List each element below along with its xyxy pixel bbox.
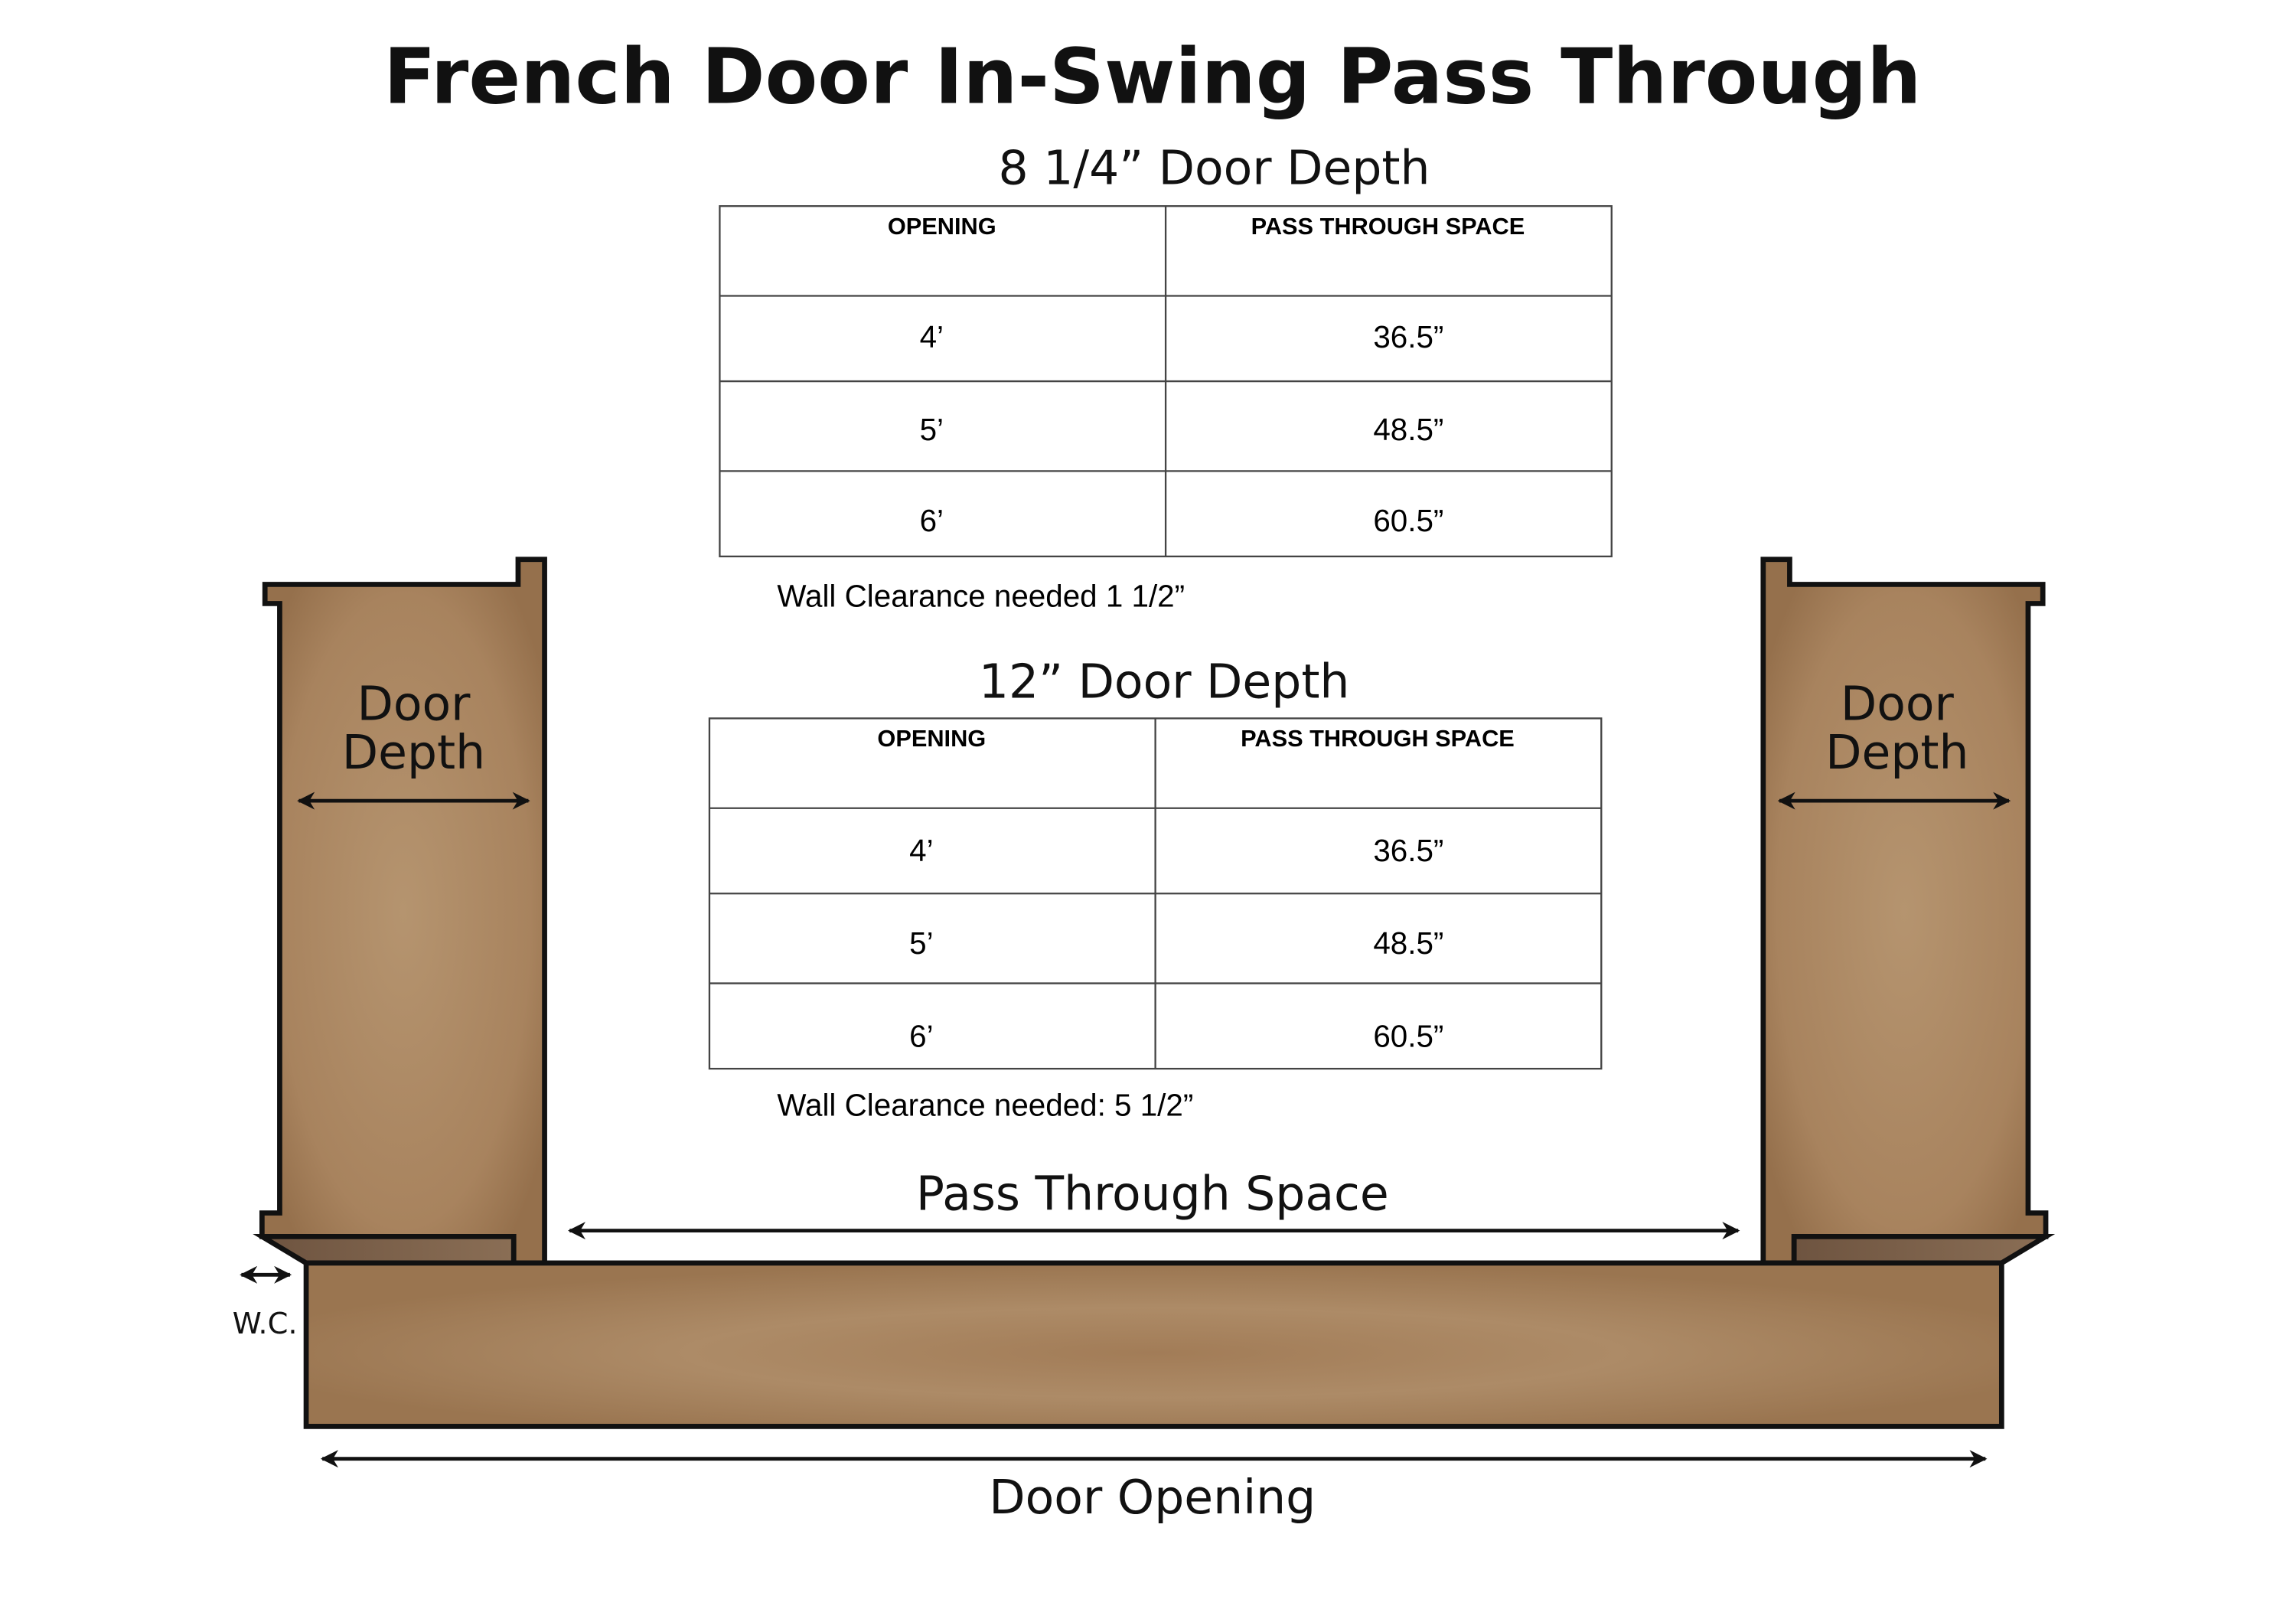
wall-clearance-label: W.C. xyxy=(233,1307,298,1341)
table-cell: 6’ xyxy=(920,503,944,538)
door-depth-label: Door xyxy=(357,676,471,731)
pass-through-label: Pass Through Space xyxy=(916,1167,1389,1222)
wall-clearance-note: Wall Clearance needed: 5 1/2” xyxy=(777,1088,1193,1123)
table-cell: 48.5” xyxy=(1373,412,1443,447)
table-cell: 36.5” xyxy=(1373,319,1443,354)
table-heading: 12” Door Depth xyxy=(979,654,1350,710)
door-opening-label: Door Opening xyxy=(989,1470,1316,1525)
table-cell: 36.5” xyxy=(1373,833,1443,868)
table-cell: 4’ xyxy=(909,833,933,868)
table-heading: 8 1/4” Door Depth xyxy=(999,140,1430,195)
door-depth-label: Depth xyxy=(1825,725,1968,780)
table-cell: 5’ xyxy=(909,925,933,961)
table-12-door-depth: 12” Door Depth OPENING PASS THROUGH SPAC… xyxy=(708,654,1603,1123)
table-8-25-door-depth: 8 1/4” Door Depth OPENING PASS THROUGH S… xyxy=(719,140,1613,613)
left-door-panel: Door Depth xyxy=(253,557,547,1266)
page-title: French Door In-Swing Pass Through xyxy=(383,32,1921,122)
door-frame-base xyxy=(303,1260,2004,1429)
right-door-panel: Door Depth xyxy=(1760,557,2056,1266)
table-cell: 60.5” xyxy=(1373,1018,1443,1053)
table-cell: 6’ xyxy=(909,1018,933,1053)
column-header-pass-through: PASS THROUGH SPACE xyxy=(1251,213,1525,240)
column-header-opening: OPENING xyxy=(888,213,996,240)
table-cell: 48.5” xyxy=(1373,925,1443,961)
column-header-opening: OPENING xyxy=(877,725,986,752)
door-depth-label: Depth xyxy=(342,725,485,780)
table-cell: 60.5” xyxy=(1373,503,1443,538)
wall-clearance-note: Wall Clearance needed 1 1/2” xyxy=(777,578,1185,613)
table-cell: 5’ xyxy=(920,412,944,447)
column-header-pass-through: PASS THROUGH SPACE xyxy=(1241,725,1515,752)
door-depth-label: Door xyxy=(1841,676,1955,731)
table-cell: 4’ xyxy=(920,319,944,354)
